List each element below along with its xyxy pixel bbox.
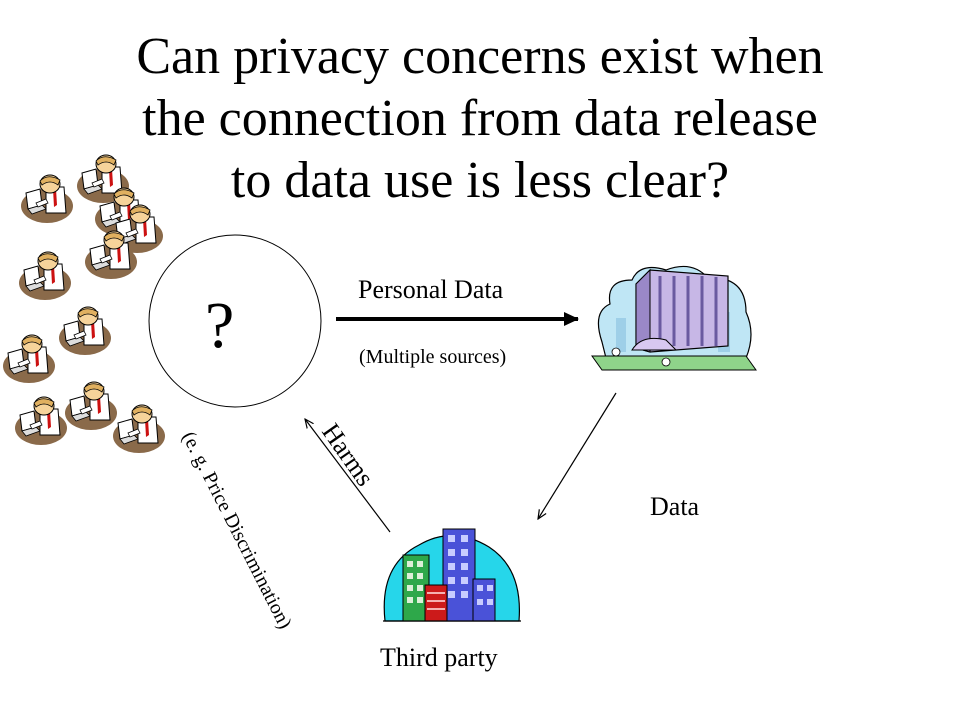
third-party-label: Third party xyxy=(380,643,498,672)
multiple-sources-label: (Multiple sources) xyxy=(359,346,507,368)
harms-arrow xyxy=(305,419,391,533)
person-at-computer-icon xyxy=(112,404,166,454)
data-arrow xyxy=(538,392,617,519)
person-at-computer-icon xyxy=(20,174,74,224)
title-line-1: Can privacy concerns exist when xyxy=(136,28,824,85)
city-buildings-icon xyxy=(383,528,521,622)
office-building-icon xyxy=(591,265,757,371)
title-line-3: to data use is less clear? xyxy=(230,152,730,209)
person-at-computer-icon xyxy=(14,396,68,446)
unknown-question-mark: ? xyxy=(205,289,235,362)
person-at-computer-icon xyxy=(64,381,118,431)
person-at-computer-icon xyxy=(18,251,72,301)
slide-title: Can privacy concerns exist when the conn… xyxy=(0,26,960,212)
person-at-computer-icon xyxy=(2,334,56,384)
data-label: Data xyxy=(650,492,700,521)
individuals-circle xyxy=(148,234,322,408)
person-at-computer-icon xyxy=(58,306,112,356)
title-line-2: the connection from data release xyxy=(142,90,818,147)
personal-data-label: Personal Data xyxy=(358,275,504,304)
people-cluster xyxy=(2,154,166,454)
